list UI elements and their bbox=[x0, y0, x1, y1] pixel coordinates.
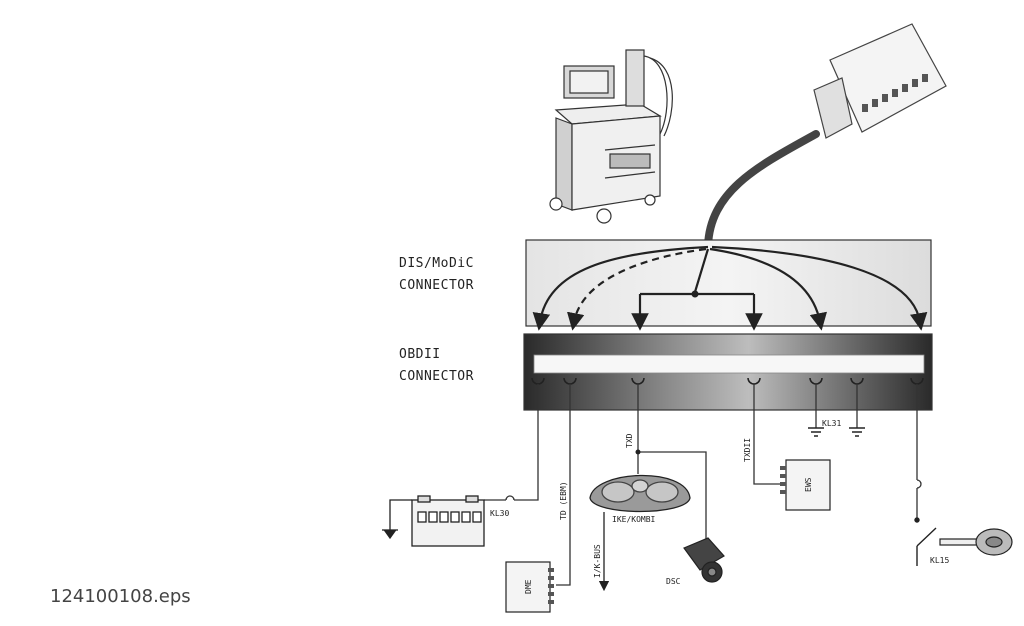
obdii-connector-label: OBDII CONNECTOR bbox=[399, 344, 474, 388]
kl31-label: KL31 bbox=[822, 419, 841, 428]
vehicle-wires bbox=[484, 384, 922, 586]
td-ebm-label: TD (EBM) bbox=[559, 481, 568, 520]
obdii-connector-label-line2: CONNECTOR bbox=[399, 369, 474, 384]
dme-module-icon bbox=[505, 561, 554, 613]
ignition-switch-icon bbox=[914, 517, 937, 566]
battery-icon bbox=[382, 495, 485, 547]
ews-module-icon bbox=[780, 459, 831, 511]
junction-dot bbox=[691, 290, 699, 298]
dme-label: DME bbox=[524, 579, 533, 594]
ignition-key-icon bbox=[939, 528, 1013, 556]
ik-bus-label: I/K-BUS bbox=[593, 544, 602, 578]
obdii-connector-label-line1: OBDII bbox=[399, 347, 441, 362]
kl30-label: KL30 bbox=[490, 509, 509, 518]
txd2-label: TXDII bbox=[743, 438, 752, 462]
ews-label: EWS bbox=[804, 477, 813, 492]
file-caption: 124100108.eps bbox=[50, 586, 191, 607]
ike-kombi-label: IKE/KOMBI bbox=[612, 515, 656, 524]
diagnostic-cable bbox=[704, 130, 820, 250]
dis-connector-label-line2: CONNECTOR bbox=[399, 278, 474, 293]
dsc-module-icon bbox=[683, 537, 725, 583]
obdii-socket-strip bbox=[533, 354, 925, 374]
ike-kombi-cluster-icon bbox=[589, 474, 691, 513]
kl15-label: KL15 bbox=[930, 556, 949, 565]
dis-modic-connector-box bbox=[525, 239, 932, 327]
dis-connector-label-line1: DIS/MoDiC bbox=[399, 256, 474, 271]
ground-symbols bbox=[808, 427, 865, 437]
dsc-label: DSC bbox=[666, 577, 681, 586]
obd-plug-icon bbox=[813, 23, 947, 139]
dis-tester-cart bbox=[549, 49, 673, 224]
dis-connector-label: DIS/MoDiC CONNECTOR bbox=[399, 253, 474, 297]
txd-junction-dot bbox=[635, 449, 641, 455]
txd-label: TXD bbox=[625, 433, 634, 448]
